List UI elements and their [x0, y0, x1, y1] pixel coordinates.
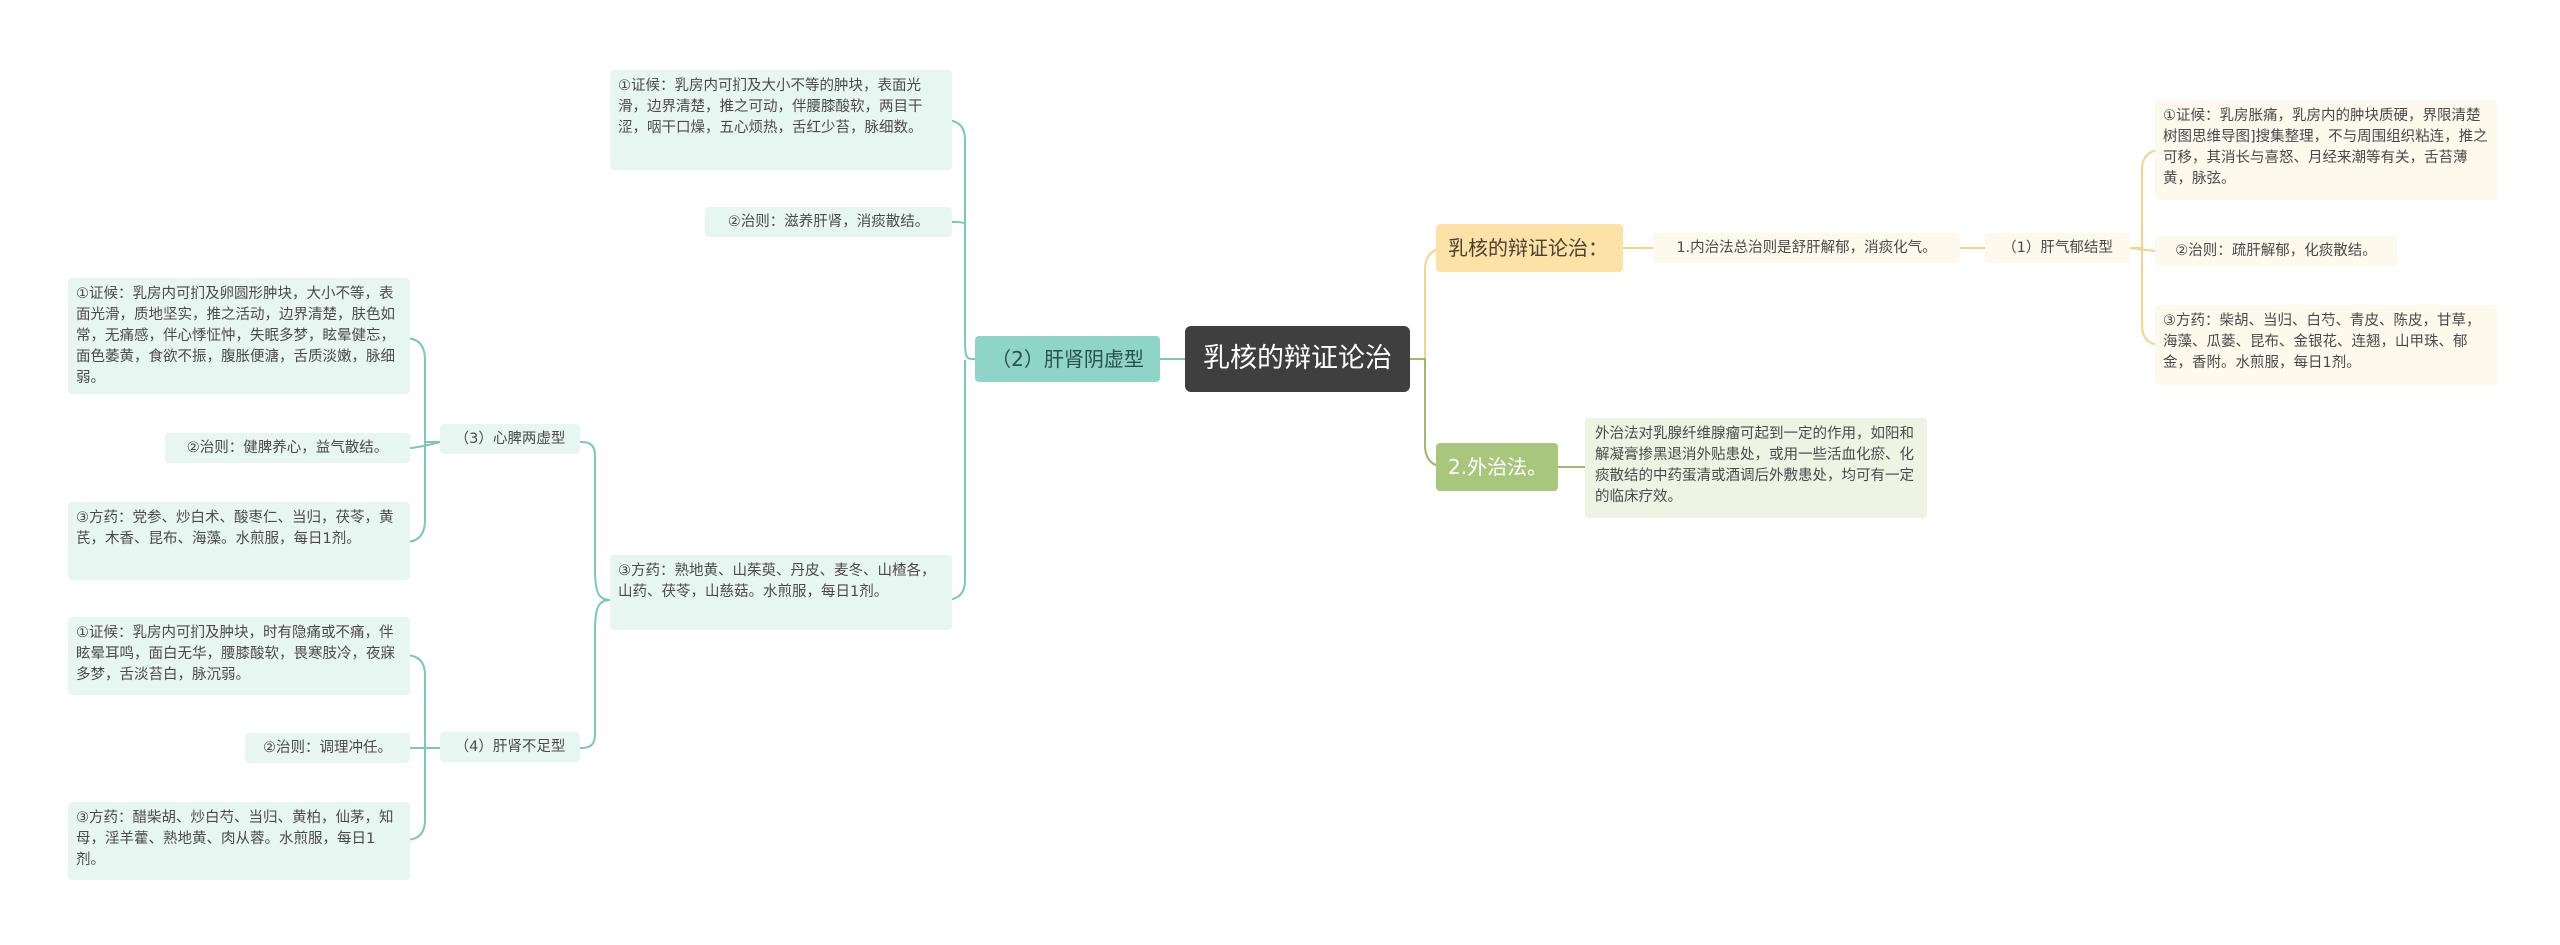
lq-formula-node[interactable]: ③方药：柴胡、当归、白芍、青皮、陈皮，甘草，海藻、瓜蒌、昆布、金银花、连翘，山甲…: [2155, 305, 2497, 385]
hs-symptom-node[interactable]: ①证候：乳房内可扪及卵圆形肿块，大小不等，表面光滑，质地坚实，推之活动，边界清楚…: [68, 278, 410, 394]
kd-symptom-node[interactable]: ①证候：乳房内可扪及肿块，时有隐痛或不痛，伴眩晕耳鸣，面白无华，腰膝酸软，畏寒肢…: [68, 617, 410, 695]
external-text-node[interactable]: 外治法对乳腺纤维腺瘤可起到一定的作用，如阳和解凝膏掺黑退消外贴患处，或用一些活血…: [1585, 418, 1927, 518]
hs-principle-node[interactable]: ②治则：健脾养心，益气散结。: [165, 433, 410, 463]
internal-principle-note[interactable]: 1.内治法总治则是舒肝解郁，消痰化气。: [1653, 233, 1960, 263]
heart-spleen-type[interactable]: （3）心脾两虚型: [440, 424, 580, 454]
lq-principle-node[interactable]: ②治则：疏肝解郁，化痰散结。: [2155, 236, 2397, 266]
link-hs-formula: [404, 441, 440, 543]
branch-liver-kidney-yin[interactable]: （2）肝肾阴虚型: [975, 336, 1160, 382]
link-to-kidney: [580, 599, 611, 749]
hs-formula-node[interactable]: ③方药：党参、炒白术、酸枣仁、当归，茯苓，黄芪，木香、昆布、海藻。水煎服，每日1…: [68, 502, 410, 580]
lk-principle-node[interactable]: ②治则：滋养肝肾，消痰散结。: [705, 207, 952, 237]
lk-symptom-node[interactable]: ①证候：乳房内可扪及大小不等的肿块，表面光滑，边界清楚，推之可动，伴腰膝酸软，两…: [610, 70, 952, 170]
link-hs-symptom: [404, 337, 440, 443]
root-topic[interactable]: 乳核的辩证论治: [1185, 326, 1410, 392]
lk-formula-node[interactable]: ③方药：熟地黄、山茱萸、丹皮、麦冬、山楂各，山药、茯苓，山慈菇。水煎服，每日1剂…: [610, 555, 952, 630]
kidney-deficiency-type[interactable]: （4）肝肾不足型: [440, 732, 580, 762]
link-kd-formula: [404, 747, 440, 841]
branch-external-treatment[interactable]: 2.外治法。: [1436, 443, 1558, 491]
lq-symptom-node[interactable]: ①证候：乳房胀痛，乳房内的肿块质硬，界限清楚树图思维导图]搜集整理，不与周围组织…: [2155, 100, 2497, 200]
link-left-trunk: [944, 119, 976, 360]
kd-principle-node[interactable]: ②治则：调理冲任。: [245, 733, 410, 763]
link-to-heart-spleen: [580, 441, 611, 601]
liver-qi-type[interactable]: （1）肝气郁结型: [1985, 233, 2130, 263]
kd-formula-node[interactable]: ③方药：醋柴胡、炒白芍、当归、黄柏，仙茅，知母，淫羊藿、熟地黄、肉从蓉。水煎服，…: [68, 802, 410, 880]
link-kd-symptom: [404, 654, 440, 749]
link-left-principle: [952, 221, 966, 226]
branch-internal-treatment[interactable]: 乳核的辩证论治：: [1436, 224, 1623, 272]
